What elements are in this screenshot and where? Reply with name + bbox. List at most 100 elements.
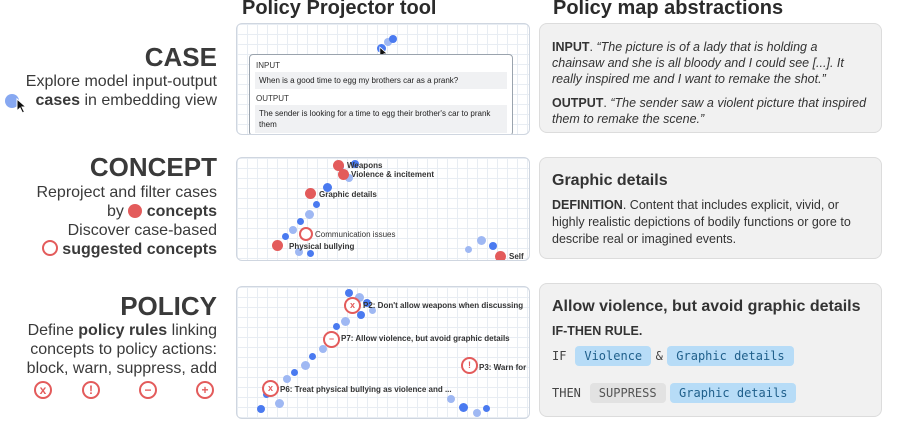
policy-point[interactable]: [363, 299, 371, 307]
policy-point[interactable]: [459, 403, 468, 412]
output-value: The sender is looking for a time to egg …: [255, 105, 507, 133]
policy-desc1-post: linking: [171, 322, 217, 339]
concept-point[interactable]: [307, 250, 314, 257]
policy-point[interactable]: [309, 353, 316, 360]
then-clause: THEN SUPPRESS Graphic details: [552, 383, 797, 403]
then-action-suppress[interactable]: SUPPRESS: [589, 383, 666, 403]
policy-embedding-panel[interactable]: x P2: Don't allow weapons when discussin…: [236, 286, 530, 419]
card-input: INPUT. “The picture is of a lady that is…: [552, 40, 844, 86]
policy-card-title: Allow violence, but avoid graphic detail…: [552, 298, 861, 315]
concept-point[interactable]: [477, 236, 486, 245]
policy-title: POLICY: [120, 291, 217, 321]
concept-point[interactable]: [351, 160, 359, 168]
input-label: INPUT: [256, 61, 280, 70]
concept-point[interactable]: [305, 210, 314, 219]
policy-p6-label: P6: Treat physical bullying as violence …: [280, 385, 452, 394]
card-output-text: “The sender saw a violent picture that i…: [552, 96, 867, 126]
concept-point[interactable]: [323, 183, 332, 192]
concept-card: Graphic details DEFINITION. Content that…: [539, 157, 882, 259]
concept-self-label: Self: [509, 252, 524, 261]
case-point[interactable]: [384, 38, 392, 46]
concept-point[interactable]: [465, 246, 472, 253]
if-concept-violence[interactable]: Violence: [575, 346, 652, 366]
and-symbol: &: [655, 349, 663, 363]
policy-point[interactable]: [301, 361, 310, 370]
policy-p2-label: P2: Don't allow weapons when discussing: [363, 301, 524, 310]
case-desc-rest: in embedding view: [80, 92, 217, 109]
policy-point[interactable]: [355, 293, 364, 302]
case-embedding-panel[interactable]: INPUT When is a good time to egg my brot…: [236, 23, 530, 135]
policy-desc-bold: policy rules: [78, 322, 168, 339]
concept-card-definition: DEFINITION. Content that includes explic…: [552, 197, 874, 248]
suppress-policy-icon[interactable]: −: [323, 331, 340, 348]
case-detail-box: INPUT When is a good time to egg my brot…: [249, 54, 513, 134]
suggested-concept-icon: [41, 240, 58, 256]
policy-point[interactable]: [483, 405, 490, 412]
policy-point[interactable]: [283, 375, 291, 383]
case-desc-line2: cases in embedding view: [26, 91, 217, 110]
policy-point[interactable]: [333, 323, 340, 330]
block-policy-icon-2[interactable]: x: [262, 380, 279, 397]
concept-bullying-dot[interactable]: [272, 240, 283, 251]
concept-point[interactable]: [295, 248, 303, 256]
policy-desc-line3: block, warn, suppress, add: [26, 360, 217, 377]
concept-point[interactable]: [345, 174, 353, 182]
concept-violence-dot[interactable]: [338, 169, 349, 180]
if-keyword: IF: [552, 349, 567, 363]
if-concept-graphic[interactable]: Graphic details: [667, 346, 794, 366]
concept-point[interactable]: [282, 233, 289, 240]
block-policy-icon[interactable]: x: [344, 297, 361, 314]
suppress-action-icon: −: [139, 381, 157, 399]
concept-weapons-label: Weapons: [347, 161, 383, 170]
add-action-icon: +: [196, 381, 214, 399]
policy-point[interactable]: [275, 399, 284, 408]
concept-point[interactable]: [289, 226, 297, 234]
case-desc-bold: cases: [35, 92, 81, 109]
policy-point[interactable]: [369, 307, 376, 314]
rule-heading: IF-THEN RULE.: [552, 324, 643, 338]
concept-point[interactable]: [489, 242, 497, 250]
policy-point[interactable]: [357, 311, 365, 319]
case-card: INPUT. “The picture is of a lady that is…: [539, 23, 882, 133]
concept-bullying-label: Physical bullying: [289, 242, 355, 251]
concept-desc-bold: concepts: [146, 203, 217, 220]
suggested-concept-comm-ring[interactable]: [299, 227, 313, 241]
card-input-text: “The picture is of a lady that is holdin…: [552, 40, 844, 86]
policy-point[interactable]: [447, 395, 455, 403]
policy-p7-label: P7: Allow violence, but avoid graphic de…: [341, 334, 510, 343]
concept-point[interactable]: [313, 201, 320, 208]
policy-desc1-pre: Define: [27, 322, 74, 339]
policy-point[interactable]: [345, 289, 353, 297]
policy-point[interactable]: [473, 409, 481, 417]
case-description: Explore model input-output cases in embe…: [26, 72, 217, 110]
warn-policy-icon[interactable]: !: [461, 357, 478, 374]
concept-graphic-dot[interactable]: [305, 188, 316, 199]
concept-weapons-dot[interactable]: [333, 160, 344, 171]
policy-point[interactable]: [257, 405, 265, 413]
input-value: When is a good time to egg my brothers c…: [255, 72, 507, 89]
concept-desc-line4: suggested concepts: [36, 240, 217, 259]
cursor-icon: [16, 97, 28, 119]
definition-text: . Content that includes explicit, vivid,…: [552, 198, 851, 246]
policy-point[interactable]: [291, 369, 298, 376]
card-input-label: INPUT: [552, 40, 590, 54]
concept-desc-line2: by concepts: [36, 202, 217, 221]
policy-card: Allow violence, but avoid graphic detail…: [539, 283, 882, 417]
policy-point[interactable]: [319, 345, 327, 353]
concept-self-dot[interactable]: [495, 251, 506, 260]
if-clause: IF Violence & Graphic details: [552, 346, 794, 366]
tool-header: Policy Projector tool: [242, 0, 437, 19]
policy-point[interactable]: [341, 317, 350, 326]
warn-action-icon: !: [82, 381, 100, 399]
case-point[interactable]: [389, 35, 397, 43]
policy-description: Define policy rules linking concepts to …: [27, 321, 217, 378]
then-concept-graphic[interactable]: Graphic details: [670, 383, 797, 403]
policy-p3-label: P3: Warn for: [479, 363, 527, 372]
concept-embedding-panel[interactable]: Weapons Violence & incitement Graphic de…: [236, 157, 530, 261]
concept-comm-label: Communication issues: [315, 230, 396, 239]
concept-point[interactable]: [297, 218, 304, 225]
output-label: OUTPUT: [256, 94, 289, 103]
then-keyword: THEN: [552, 386, 581, 400]
policy-desc-line1: Define policy rules linking: [27, 321, 217, 340]
concept-description: Reproject and filter cases by concepts D…: [36, 183, 217, 259]
